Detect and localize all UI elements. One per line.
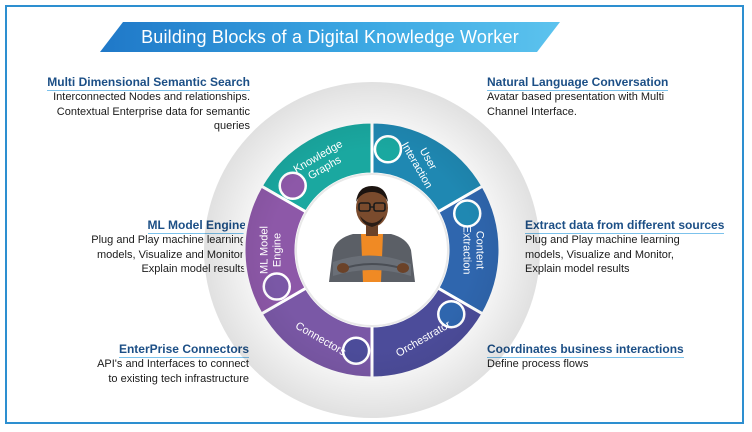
puzzle-knob xyxy=(373,135,403,164)
puzzle-knob xyxy=(341,336,371,365)
avatar-icon xyxy=(329,186,415,282)
segment-label-ml-model-engine: ML ModelEngine xyxy=(259,226,284,274)
puzzle-knob xyxy=(278,171,307,201)
puzzle-knob xyxy=(262,272,292,301)
block-semantic-search-heading: Multi Dimensional Semantic Search xyxy=(47,75,250,91)
title-banner: Building Blocks of a Digital Knowledge W… xyxy=(100,22,560,52)
block-extract: Extract data from different sources Plug… xyxy=(525,217,740,277)
page-title: Building Blocks of a Digital Knowledge W… xyxy=(141,26,519,47)
diagram-frame xyxy=(5,5,744,424)
avatar xyxy=(323,178,421,287)
segment-label-content-extraction: ContentExtraction xyxy=(461,226,486,275)
center-ring xyxy=(295,173,449,327)
block-extract-heading: Extract data from different sources xyxy=(525,218,725,234)
puzzle-knob xyxy=(452,199,482,228)
